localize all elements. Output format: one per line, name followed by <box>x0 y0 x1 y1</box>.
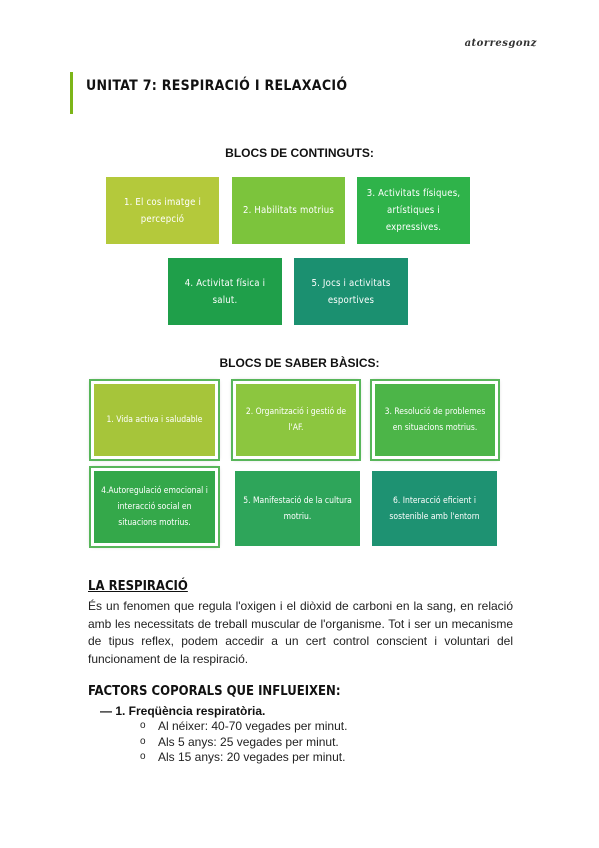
unit-title: UNITAT 7: RESPIRACIÓ I RELAXACIÓ <box>86 78 348 94</box>
blocs-saber-heading: BLOCS DE SABER BÀSICS: <box>219 356 380 370</box>
list-item: Als 5 anys: 25 vegades per minut. <box>140 734 347 751</box>
saber-box-3: 3. Resolució de problemes en situacions … <box>370 379 500 461</box>
respiracio-paragraph: És un fenomen que regula l'oxigen i el d… <box>88 599 513 666</box>
factors-subheading: — 1. Freqüència respiratòria. <box>100 704 266 718</box>
saber-box-6: 6. Interacció eficient i sostenible amb … <box>372 471 497 546</box>
continguts-box-4: 4. Activitat física i salut. <box>168 258 282 325</box>
factors-title: FACTORS COPORALS QUE INFLUEIXEN: <box>88 684 341 699</box>
continguts-box-1: 1. El cos imatge i percepció <box>106 177 219 244</box>
list-item: Al néixer: 40-70 vegades per minut. <box>140 718 347 735</box>
author-signature: atorresgonz <box>464 38 537 49</box>
continguts-box-3: 3. Activitats físiques, artístiques i ex… <box>357 177 470 244</box>
continguts-box-5: 5. Jocs i activitats esportives <box>294 258 408 325</box>
continguts-box-2: 2. Habilitats motrius <box>232 177 345 244</box>
saber-box-2: 2. Organització i gestió de l'AF. <box>231 379 361 461</box>
title-accent-bar <box>70 72 73 114</box>
saber-box-1: 1. Vida activa i saludable <box>89 379 220 461</box>
saber-box-5: 5. Manifestació de la cultura motriu. <box>235 471 360 546</box>
list-item: Als 15 anys: 20 vegades per minut. <box>140 749 347 766</box>
respiracio-title: LA RESPIRACIÓ <box>88 579 188 594</box>
factors-list: Al néixer: 40-70 vegades per minut. Als … <box>140 718 347 766</box>
saber-box-4: 4.Autoregulació emocional i interacció s… <box>89 466 220 548</box>
blocs-continguts-heading: BLOCS DE CONTINGUTS: <box>225 146 374 160</box>
